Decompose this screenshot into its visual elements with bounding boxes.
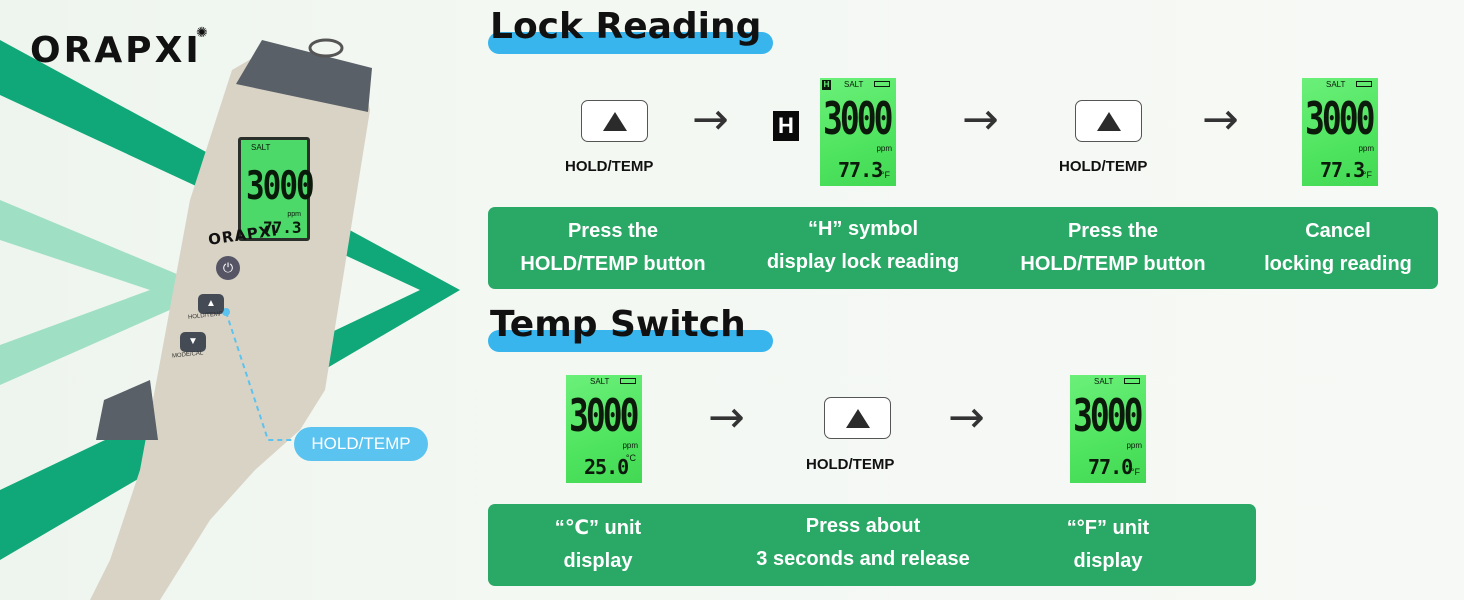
lcd-temp: 77.3: [838, 158, 883, 182]
pen-screen-mode: SALT: [251, 143, 271, 152]
battery-icon: [1124, 378, 1140, 384]
up-triangle-icon: [846, 409, 870, 428]
lcd-screen-fahrenheit: SALT 3000 ppm 77.0 °F: [1070, 375, 1146, 483]
pen-hold-button[interactable]: ▲: [198, 294, 224, 314]
light-green-chevron: [0, 200, 215, 385]
lcd-temp-unit: °F: [880, 170, 890, 180]
heading-underline: [488, 32, 773, 54]
lcd-temp: 77.3: [1320, 158, 1365, 182]
lcd-temp-unit: °C: [625, 453, 636, 463]
hold-symbol-icon: H: [773, 111, 799, 141]
temp-switch-heading: Temp Switch: [488, 304, 773, 352]
lcd-temp: 77.0: [1088, 455, 1133, 479]
lcd-temp-unit: °F: [1130, 467, 1140, 477]
temp-switch-steps: “℃” unit display Press about 3 seconds a…: [488, 504, 1256, 586]
step-press-release: Press about 3 seconds and release: [718, 510, 1008, 576]
hold-temp-label-3: HOLD/TEMP: [806, 456, 895, 473]
step-line: HOLD/TEMP button: [520, 253, 706, 275]
arrow-right-icon: →: [708, 392, 745, 443]
step-line: “℃” unit: [554, 517, 642, 539]
pen-screen-unit: ppm: [287, 211, 301, 218]
hold-temp-button-3[interactable]: [824, 397, 891, 439]
lcd-temp: 25.0: [584, 455, 629, 479]
lcd-temp-unit: °F: [1362, 170, 1372, 180]
lcd-unit: ppm: [1126, 441, 1142, 450]
pen-screen-reading: 3000: [246, 164, 315, 209]
lcd-reading: 3000: [569, 389, 640, 442]
lcd-unit: ppm: [876, 144, 892, 153]
step-line: Press about: [805, 515, 921, 537]
temp-switch-title: Temp Switch: [490, 304, 746, 345]
battery-icon: [874, 81, 890, 87]
brand-logo: ORAPXI: [30, 30, 202, 71]
lcd-mode: SALT: [844, 80, 864, 89]
arrow-right-icon: →: [962, 94, 999, 145]
background-shapes: [0, 38, 460, 600]
step-h-symbol: “H” symbol display lock reading: [738, 213, 988, 279]
arrow-right-icon: →: [1202, 94, 1239, 145]
step-line: Press the: [1067, 220, 1159, 242]
pen-screen-temp: 77.3: [263, 218, 302, 237]
step-press-hold-again: Press the HOLD/TEMP button: [988, 215, 1238, 281]
step-line: 3 seconds and release: [756, 548, 970, 570]
step-line: “°F” unit: [1066, 517, 1150, 539]
step-press-hold: Press the HOLD/TEMP button: [488, 215, 738, 281]
hold-temp-button-1[interactable]: [581, 100, 648, 142]
battery-icon: [620, 378, 636, 384]
arrow-right-icon: →: [692, 94, 729, 145]
product-illustration: ORAPXI ✺ SALT 3000 ppm 77.3 ORAPXI ⏻ ▲ H…: [0, 0, 470, 600]
step-line: locking reading: [1264, 253, 1412, 275]
step-line: Press the: [567, 220, 659, 242]
lock-reading-title: Lock Reading: [490, 6, 762, 47]
up-triangle-icon: [603, 112, 627, 131]
lcd-reading: 3000: [1073, 389, 1144, 442]
lock-reading-steps: Press the HOLD/TEMP button “H” symbol di…: [488, 207, 1438, 289]
brand-star-icon: ✺: [196, 24, 208, 40]
lcd-unit: ppm: [622, 441, 638, 450]
step-line: Cancel: [1305, 220, 1371, 242]
step-cancel-lock: Cancel locking reading: [1238, 215, 1438, 281]
hold-temp-label-2: HOLD/TEMP: [1059, 158, 1148, 175]
heading-underline: [488, 330, 773, 352]
hold-temp-callout: HOLD/TEMP: [294, 427, 428, 461]
power-icon[interactable]: ⏻: [216, 256, 240, 280]
step-line: display: [563, 550, 633, 572]
step-line: “H” symbol: [807, 218, 919, 240]
lcd-hold-indicator: H: [822, 80, 831, 90]
step-fahrenheit-display: “°F” unit display: [1018, 512, 1198, 578]
lcd-reading: 3000: [823, 92, 894, 145]
step-line: display: [1073, 550, 1143, 572]
arrow-right-icon: →: [948, 392, 985, 443]
hold-temp-label-1: HOLD/TEMP: [565, 158, 654, 175]
lcd-screen-hold: H SALT 3000 ppm 77.3 °F: [820, 78, 896, 186]
lcd-mode: SALT: [1326, 80, 1346, 89]
lock-reading-heading: Lock Reading: [488, 6, 773, 54]
lcd-unit: ppm: [1358, 144, 1374, 153]
pen-mode-button[interactable]: ▼: [180, 332, 206, 352]
green-chevron: [0, 40, 460, 560]
step-celsius-display: “℃” unit display: [508, 512, 688, 578]
pen-screen: SALT 3000 ppm 77.3: [238, 137, 315, 241]
lcd-screen-unlocked: SALT 3000 ppm 77.3 °F: [1302, 78, 1378, 186]
step-line: HOLD/TEMP button: [1020, 253, 1206, 275]
up-triangle-icon: [1097, 112, 1121, 131]
lcd-mode: SALT: [590, 377, 610, 386]
hold-temp-button-2[interactable]: [1075, 100, 1142, 142]
lcd-reading: 3000: [1305, 92, 1376, 145]
step-line: display lock reading: [766, 251, 960, 273]
battery-icon: [1356, 81, 1372, 87]
lcd-mode: SALT: [1094, 377, 1114, 386]
lcd-screen-celsius: SALT 3000 ppm 25.0 °C: [566, 375, 642, 483]
